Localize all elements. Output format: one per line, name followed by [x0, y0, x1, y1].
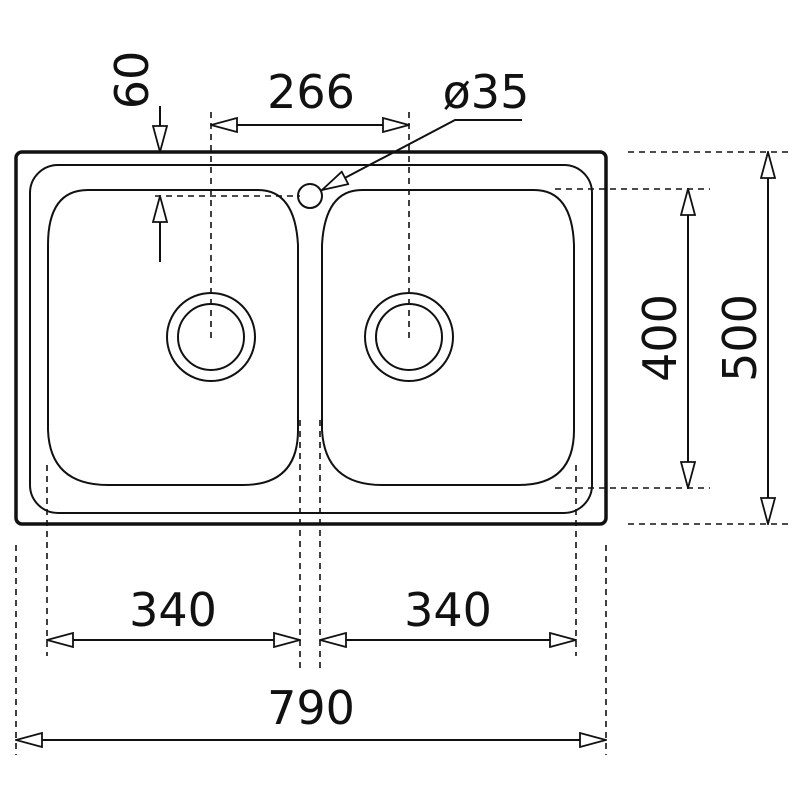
right-bowl-outline [321, 189, 575, 486]
label-bowl-left: 340 [129, 583, 217, 637]
label-bowl-depth: 400 [633, 294, 687, 382]
sink-body [14, 150, 608, 526]
label-drain-spacing: 266 [267, 65, 355, 119]
sink-rim-inner [29, 164, 593, 514]
label-overall-depth: 500 [713, 294, 767, 382]
sink-outer-outline [14, 150, 608, 526]
left-bowl-outline [47, 189, 299, 486]
construction-lines [15, 112, 790, 755]
dimension-labels: 266 ø35 340 340 790 400 500 60 [105, 51, 767, 735]
dimension-lines [16, 106, 768, 740]
tap-hole-leader [322, 119, 522, 190]
tap-hole [297, 183, 323, 209]
label-tap-hole: ø35 [443, 65, 530, 119]
label-rim-offset: 60 [105, 51, 159, 110]
label-bowl-right: 340 [404, 583, 492, 637]
label-overall-width: 790 [267, 681, 355, 735]
